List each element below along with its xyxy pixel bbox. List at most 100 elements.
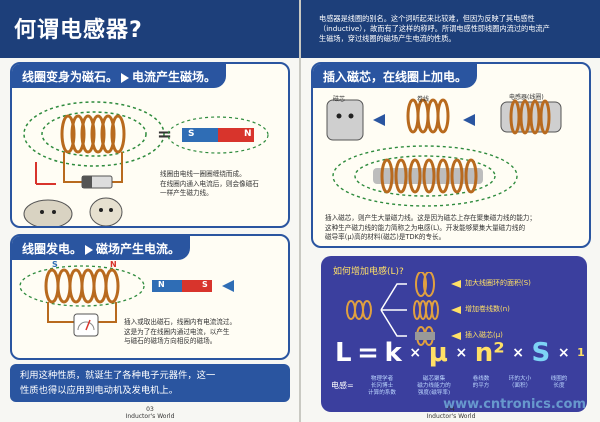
legend-inductance: 电感: [331, 381, 347, 390]
eq-mu: μ: [428, 338, 448, 368]
section2-heading-b: 磁场产生电流。: [96, 242, 181, 256]
eq-k: k: [384, 338, 402, 368]
intro-line: 电感器是线圈的别名。这个词听起来比较难，但因为反映了其电感性: [319, 14, 535, 23]
section1-note-line: 一样产生磁力线。: [160, 189, 213, 197]
legend-permeability: 磁芯聚集 磁力线能力的 强度(磁导率): [409, 376, 459, 397]
eq-times: ×: [409, 345, 422, 361]
eq-times: ×: [455, 345, 468, 361]
legend-line: （面积）: [508, 383, 532, 389]
section2-note-line: 与磁石的磁场方向相反的磁场。: [124, 337, 217, 345]
arrow-icon: [463, 114, 475, 126]
plus-arrow-icon: [373, 114, 385, 126]
field-line: [41, 111, 147, 157]
core-icon: [326, 99, 364, 141]
coil: [44, 268, 120, 304]
book-spine: [299, 0, 301, 422]
section1-note: 线圈由电线一圈圈缠绕而成。 在线圈内通入电流后，则会像磁石 一样产生磁力线。: [160, 170, 288, 199]
section3-note-line: 插入磁芯，则产生大量磁力线。这是因为磁芯上存在聚集磁力线的能力；: [325, 214, 536, 222]
page-number: 03: [146, 406, 154, 413]
magnet-n-label: N: [244, 129, 252, 139]
legend-line: 强度(磁导率): [417, 390, 451, 396]
right-header: 电感器是线圈的别名。这个词听起来比较难，但因为反映了其电感性 （inductiv…: [301, 0, 600, 58]
magnet-blue-half: [182, 128, 218, 142]
intro-line: 生磁场，穿过线圈的磁场产生电流的性质。: [319, 34, 456, 43]
section2-heading: 线圈发电。磁场产生电流。: [12, 236, 191, 260]
move-arrow-icon: [222, 280, 234, 292]
section3-note-line: 磁导率(μ)高的材料(磁芯)是TDK的专长。: [325, 233, 446, 241]
inductance-equation: L = k × μ × n² × S × 1 ℓ: [335, 338, 587, 368]
svg-text:=: =: [157, 124, 172, 145]
section3-note: 插入磁芯，则产生大量磁力线。这是因为磁芯上存在聚集磁力线的能力； 这种生产磁力线…: [325, 214, 587, 243]
arrow-icon: [121, 72, 130, 83]
arrow-icon: [85, 244, 94, 255]
section2-heading-a: 线圈发电。: [22, 242, 83, 256]
section-coil-generator: 线圈发电。磁场产生电流。 S N N S: [10, 234, 290, 360]
legend-line: 的平方: [472, 383, 490, 389]
legend-line: 线圈的: [550, 376, 568, 382]
section3-note-line: 这种生产磁力线的能力简称之为电感(L)。开发能够聚集大量磁力线的: [325, 223, 526, 232]
left-page: 何谓电感器? 线圈变身为磁石。电流产生磁场。: [0, 0, 299, 422]
footer-brand: Inductor's World: [125, 413, 175, 420]
magnet-n-label: N: [158, 280, 165, 289]
eq-n2: n²: [474, 338, 505, 368]
legend-equals: =: [347, 381, 354, 390]
section2-note-line: 这是为了在线圈内通过电流，以产生: [124, 327, 230, 336]
right-page: 电感器是线圈的别名。这个词听起来比较难，但因为反映了其电感性 （inductiv…: [301, 0, 600, 422]
eq-equals: =: [357, 338, 379, 368]
section3-heading: 插入磁芯，在线圈上加电。: [313, 64, 478, 88]
legend-line: 物理学者: [370, 376, 394, 382]
options-illustration: [346, 272, 461, 346]
left-header: 何谓电感器?: [0, 0, 299, 58]
section-coil-magnet: 线圈变身为磁石。电流产生磁场。 =: [10, 62, 290, 228]
coil: [60, 114, 126, 154]
eq-times: ×: [557, 345, 570, 361]
magnet-s-label: S: [188, 129, 195, 139]
legend-line: 磁力线能力的: [417, 383, 451, 389]
section1-heading-b: 电流产生磁场。: [132, 70, 217, 84]
legend-key: 电感=: [331, 380, 354, 391]
label-core: 磁芯: [333, 96, 346, 103]
inductance-formula-panel: 如何增加电感(L)? 加大线圈环的面积(S) 增加卷线数(n) 插入磁芯(μ) …: [321, 256, 587, 412]
generator-illustration: [19, 265, 234, 337]
eq-L: L: [335, 338, 352, 368]
section2-note: 插入或取出磁石，线圈内有电流流过。 这是为了在线圈内通过电流，以产生 与磁石的磁…: [124, 318, 286, 347]
legend-line: 环的大小: [508, 376, 532, 382]
eq-S: S: [531, 338, 551, 368]
field-line: [23, 101, 165, 167]
label-inductor: 电感器(线圈): [509, 94, 544, 101]
legend-line: 卷线数: [472, 376, 490, 382]
section1-heading-a: 线圈变身为磁石。: [22, 70, 119, 84]
left-footer: 03 Inductor's World: [120, 406, 180, 420]
section1-note-line: 线圈由电线一圈圈缠绕而成。: [160, 170, 246, 178]
page-title: 何谓电感器?: [14, 18, 143, 43]
footer-brand: Inductor's World: [426, 413, 476, 420]
formula-title: 如何增加电感(L)?: [333, 267, 404, 277]
coil-n-label: N: [110, 260, 117, 269]
section-core: 插入磁芯，在线圈上加电。: [311, 62, 591, 248]
section2-note-line: 插入或取出磁石，线圈内有电流流过。: [124, 318, 237, 326]
option-core: 插入磁芯(μ): [465, 331, 503, 339]
summary-text: 利用这种性质，就诞生了各种电子元器件，这一 性质也得以应用到电动机及发电机上。: [10, 364, 290, 402]
intro-line: （inductive），故而有了这样的称呼。所谓电感性即线圈内流过的电流产: [319, 24, 550, 33]
coil: [406, 98, 450, 134]
label-coil: 卷线: [417, 96, 430, 103]
right-footer: 04 Inductor's World: [421, 406, 481, 420]
legend-turns: 卷线数 的平方: [465, 376, 497, 390]
legend-coefficient: 物理学者 长冈博士 计算的系数: [361, 376, 403, 397]
mascot-characters: [23, 197, 123, 226]
legend-line: 磁芯聚集: [422, 376, 446, 382]
legend-line: 长冈博士: [370, 383, 394, 389]
coil-magnet-illustration: =: [23, 101, 269, 189]
legend-area: 环的大小 （面积）: [503, 376, 537, 390]
page-number: 04: [447, 406, 455, 413]
legend-line: 计算的系数: [368, 390, 396, 396]
option-turns: 增加卷线数(n): [465, 305, 510, 313]
coil-s-label: S: [52, 260, 58, 269]
legend-length: 线圈的 长度: [543, 376, 575, 390]
magnet-red-half: [218, 128, 254, 142]
meter-icon: [73, 313, 99, 337]
section1-note-line: 在线圈内通入电流后，则会像磁石: [160, 179, 259, 188]
watermark: www.cntronics.com: [443, 397, 586, 412]
summary-line: 利用这种性质，就诞生了各种电子元器件，这一: [20, 370, 216, 381]
core-illustration: [326, 98, 562, 207]
